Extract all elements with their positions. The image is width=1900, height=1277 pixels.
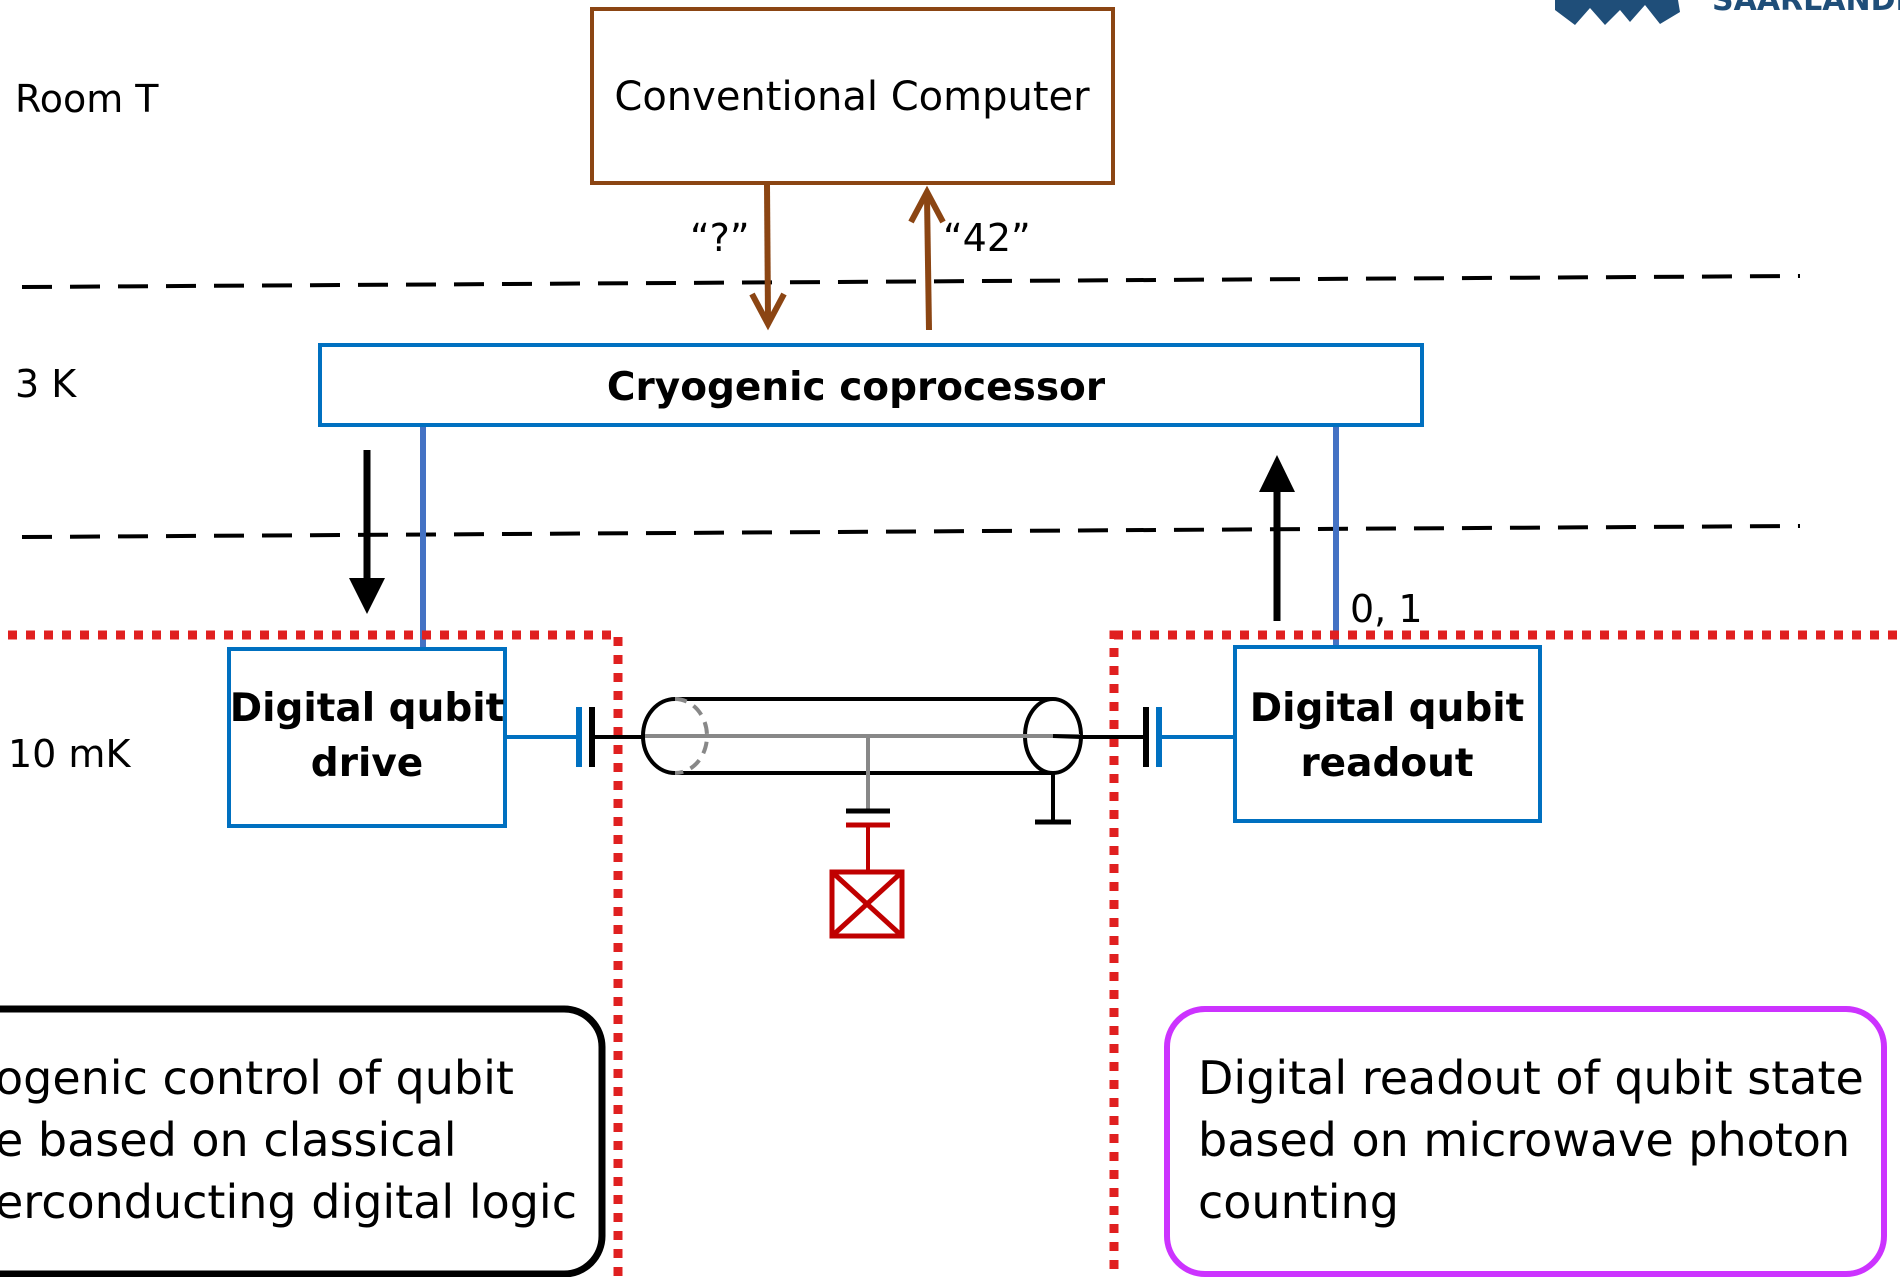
readout-note-line2: based on microwave photon [1198, 1113, 1850, 1167]
result-up-arrow [1259, 455, 1295, 621]
josephson-junction-icon [829, 869, 905, 939]
cryogenic-coprocessor-box: Cryogenic coprocessor [318, 343, 1424, 427]
cryogenic-coprocessor-label: Cryogenic coprocessor [607, 365, 1106, 410]
stage-separator-3k-10mk [21, 524, 1801, 539]
drive-label-line1: Digital qubit [230, 686, 505, 731]
digital-qubit-drive-box: Digital qubit drive [227, 647, 507, 828]
drive-note-line1: ogenic control of qubit [0, 1051, 514, 1105]
drive-zone [0, 630, 623, 1277]
room-temp-label: Room T [15, 77, 159, 121]
readout-note-line1: Digital readout of qubit state [1198, 1051, 1864, 1105]
drive-note-line2: e based on classical [0, 1113, 457, 1167]
ten-millikelvin-label: 10 mK [8, 732, 131, 776]
coaxial-resonator [641, 697, 1083, 825]
drive-label-line2: drive [311, 741, 423, 786]
readout-description-note: Digital readout of qubit state based on … [1164, 1006, 1887, 1277]
drive-note-line3: erconducting digital logic [0, 1175, 577, 1229]
qubit-coupling [846, 738, 890, 872]
conventional-computer-label: Conventional Computer [614, 74, 1090, 120]
drive-coupling-capacitor [505, 707, 645, 767]
answer-arrow [908, 185, 946, 331]
stage-separator-room-3k [21, 274, 1801, 289]
query-signal-label: “?” [690, 216, 750, 260]
digital-qubit-readout-box: Digital qubit readout [1233, 645, 1542, 823]
readout-coupling-capacitor [1081, 707, 1235, 767]
control-down-arrow [349, 450, 385, 614]
readout-label-line1: Digital qubit [1250, 686, 1525, 731]
conventional-computer-box: Conventional Computer [590, 7, 1115, 185]
readout-zone [1109, 630, 1900, 1277]
query-arrow [749, 184, 787, 331]
three-kelvin-label: 3 K [15, 362, 77, 406]
drive-description-note: ogenic control of qubit e based on class… [0, 1005, 606, 1277]
readout-label-line2: readout [1300, 741, 1473, 786]
university-logo: SAARLANDES [1555, 0, 1900, 25]
readout-note-line3: counting [1198, 1175, 1399, 1229]
bit-output-label: 0, 1 [1350, 587, 1423, 631]
answer-signal-label: “42” [943, 216, 1031, 260]
logo-text: SAARLANDES [1712, 0, 1900, 18]
